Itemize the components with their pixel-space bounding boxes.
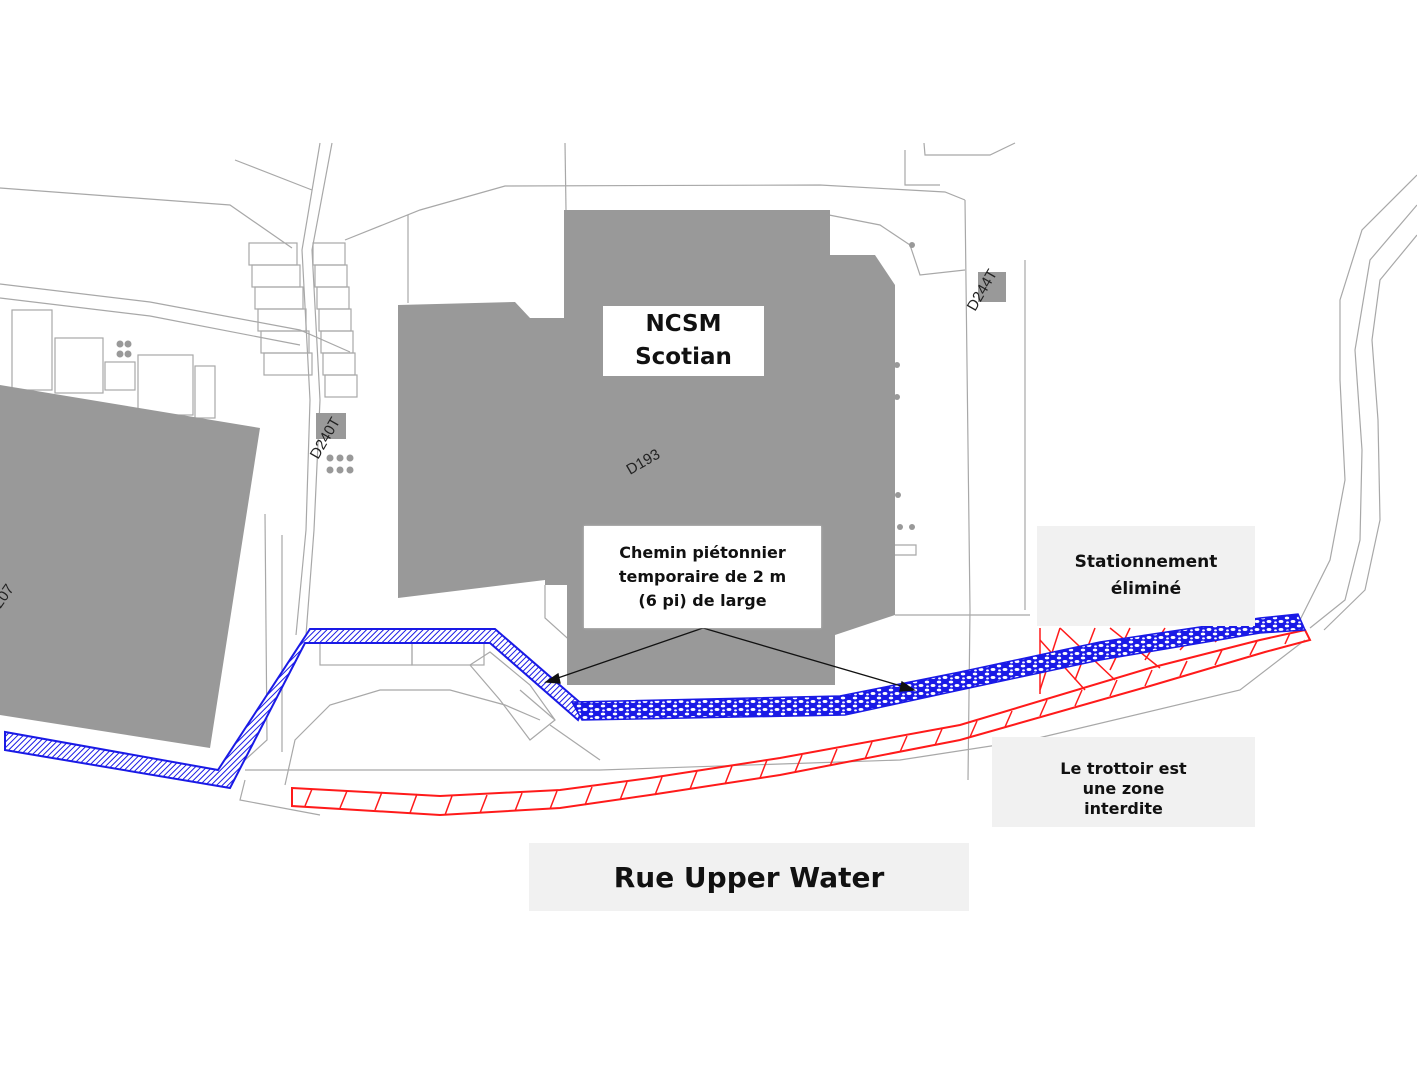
walkway-callout-line2: temporaire de 2 m [618,567,787,586]
walkway-callout-line3: (6 pi) de large [638,591,767,610]
sidewalk-callout-line2: une zone [1082,779,1165,798]
ncsm-scotian-label: NCSM Scotian [603,306,764,376]
parking-callout-line1: Stationnement [1074,552,1218,572]
building-d240t [316,413,346,439]
base-linework [0,142,1417,816]
parking-stalls-west [11,309,216,419]
temporary-walkway [4,613,1307,790]
parking-stalls-north [248,242,358,398]
no-go-outline [291,628,1312,817]
walkway-callout-line1: Chemin piétonnier [619,543,786,562]
walkway-east-segment [570,613,1307,721]
parking-callout-line2: éliminé [1110,579,1182,599]
building-d207 [0,385,260,748]
parking-removed-callout: Stationnement éliminé [1037,526,1255,626]
buildings [0,210,1006,748]
building-d244t [978,272,1006,302]
walkway-pointers [544,627,916,692]
sidewalk-callout-line3: interdite [1084,799,1163,818]
sidewalk-closed-callout: Le trottoir est une zone interdite [992,737,1255,827]
walkway-callout: Chemin piétonnier temporaire de 2 m (6 p… [584,526,821,628]
tree-markers [116,242,915,530]
no-go-hatching [304,632,1291,816]
ncsm-title-line2: Scotian [635,344,732,370]
walkway-west-segment [4,628,586,790]
sidewalk-callout-line1: Le trottoir est [1060,759,1187,778]
ncsm-title-line1: NCSM [645,311,722,337]
street-name-label: Rue Upper Water [529,843,969,911]
street-name-text: Rue Upper Water [613,860,885,894]
